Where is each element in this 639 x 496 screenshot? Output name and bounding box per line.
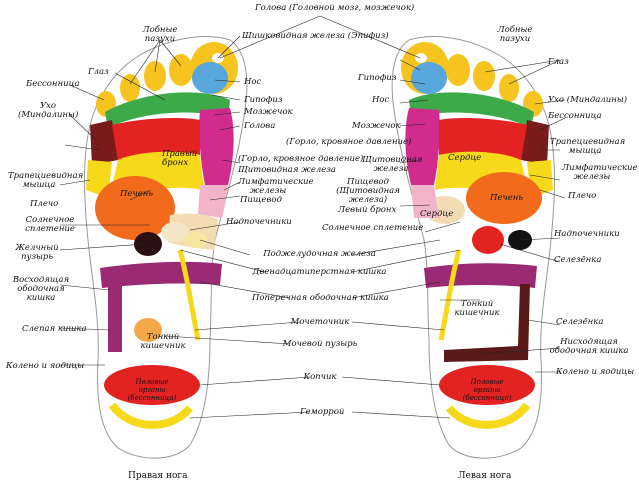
label-cerebellum-left: Мозжечок: [352, 121, 401, 131]
right-red-zone: [112, 117, 200, 160]
label-shoulder-left: Плечо: [568, 191, 597, 201]
label-spleen-left: Селезёнка: [554, 255, 602, 265]
right-toe-2: [169, 54, 193, 86]
label-insomnia-right: Бессонница: [26, 79, 80, 89]
label-throat: (Горло, кровяное давление): [238, 154, 364, 164]
label-liver-right: Печень: [120, 189, 153, 199]
label-eye-left: Глаз: [548, 57, 569, 67]
label-trapezius-left: Трапециевидная мышца: [550, 137, 626, 156]
label-adrenal-right: Надпочечники: [226, 217, 292, 227]
label-thyroid-left: Щитовидная железа: [362, 155, 423, 174]
label-small-intestine-right: Тонкий кишечник: [140, 332, 186, 351]
label-ascending-right: Восходящая ободочная кишка: [12, 275, 70, 303]
right-small-intestine: [134, 318, 162, 342]
label-nose-right: Нос: [244, 77, 262, 87]
right-ureter: [177, 249, 201, 341]
label-knee-right: Колено и яодицы: [6, 361, 85, 371]
label-ear-right: Ухо (Миндалины): [18, 101, 79, 120]
left-foot: [391, 35, 555, 459]
left-toe-2: [446, 54, 470, 86]
label-liver-left: Печень: [490, 193, 523, 203]
label-eye-right: Глаз: [88, 67, 109, 77]
label-small-int-left: Тонкий кишечник: [454, 299, 500, 318]
left-liver-zone: [466, 172, 542, 224]
label-nose-left: Нос: [372, 95, 390, 105]
label-coccyx: Копчик: [303, 372, 337, 382]
leader-lines: [59, 15, 566, 419]
label-sinus-left: Лобные пазухи: [497, 25, 533, 44]
right-ear-zone: [90, 120, 118, 165]
label-spleen2-left: Селезёнка: [556, 317, 604, 327]
right-gallbladder-zone: [134, 232, 162, 256]
left-lymph-zone: [411, 185, 440, 218]
left-foot-title: Левая нога: [458, 471, 512, 481]
label-esophagus-left: Пищевод (Щитовидная железа): [336, 177, 400, 205]
left-toe-big-inner: [411, 62, 447, 94]
label-head-right: Голова: [244, 121, 276, 131]
left-red-zone: [439, 117, 527, 160]
label-heart-left: Сердце: [448, 153, 482, 163]
right-foot: [84, 35, 248, 459]
label-thyroid: Щитовидная железа: [238, 165, 336, 175]
label-bladder: Мочевой пузырь: [282, 339, 358, 349]
label-knee-left: Колено и яодицы: [556, 367, 635, 377]
left-hemorrhoid-zone: [445, 402, 531, 429]
label-lymph-left: Лимфатические железы: [562, 163, 638, 182]
left-head-zone: [405, 108, 440, 185]
label-cerebellum-right: Мозжечок: [244, 107, 293, 117]
right-toe-4: [120, 74, 140, 102]
right-head-zone: [199, 108, 234, 185]
right-adrenal-zone: [161, 222, 189, 242]
label-genitals-left: Половые органы (бессонница): [462, 378, 512, 402]
label-esophagus-right: Пищевод: [240, 195, 282, 205]
label-trapezius-right: Трапециевидная мышца: [8, 171, 84, 190]
label-hemorrhoids: Геморрой: [300, 407, 345, 417]
right-ascending-colon: [108, 282, 122, 352]
label-heart2-left: Сердце: [420, 209, 454, 219]
label-ureter: Мочеточник: [290, 317, 350, 327]
left-descending-colon: [444, 284, 530, 362]
left-green-band: [409, 92, 534, 128]
label-bronchus-left: Левый бронх: [338, 205, 397, 215]
label-genitals-right: Половые органы (бессонница): [127, 378, 177, 402]
left-ureter: [438, 249, 462, 341]
right-transverse-colon: [100, 261, 222, 288]
label-duodenum: Двенадцатиперстная кишка: [252, 267, 387, 277]
label-insomnia-left: Бессонница: [548, 111, 602, 121]
label-cecum-right: Слепая кишка: [22, 324, 87, 334]
label-head-top: Голова (Головной мозг, мозжечок): [255, 3, 415, 13]
label-pituitary-right: Гипофиз: [244, 95, 283, 105]
left-genitals-zone: [439, 365, 535, 405]
left-toe-4: [499, 74, 519, 102]
label-descending-left: Нисходящая ободочная кишка: [549, 337, 629, 356]
label-shoulder-right: Плечо: [30, 199, 59, 209]
label-right-bronchus: Правый бронх: [162, 149, 198, 168]
left-spleen-zone: [472, 226, 504, 254]
label-transverse-colon: Поперечная ободочная кишка: [252, 293, 389, 303]
right-hemorrhoid-zone: [108, 402, 194, 429]
right-lymph-zone: [198, 185, 228, 218]
label-gallbladder-right: Желчный пузырь: [15, 243, 59, 262]
label-adrenal-left: Надпочечники: [554, 229, 620, 239]
left-toe-3: [473, 61, 495, 91]
label-pancreas: Поджелудочная железа: [263, 249, 376, 259]
left-ear-zone: [521, 120, 549, 165]
label-ear-left: Ухо (Миндалины): [548, 95, 628, 105]
label-throat-left: (Горло, кровяное давление): [286, 137, 412, 147]
label-solar-right: Солнечное сплетение: [25, 215, 75, 234]
right-toe-big-inner: [192, 62, 228, 94]
right-pancreas-zone: [184, 232, 208, 248]
label-solar-left: Солнечное сплетение: [322, 223, 424, 233]
right-foot-title: Правая нога: [128, 471, 188, 481]
label-thyroid-epiphysis: Шишковидная железа (Эпифиз): [242, 31, 389, 41]
label-pituitary-left: Гипофиз: [358, 73, 397, 83]
right-genitals-zone: [104, 365, 200, 405]
right-toe-3: [144, 61, 166, 91]
label-sinus-right: Лобные пазухи: [142, 25, 178, 44]
label-lymph-right: Лимфатические железы: [238, 177, 314, 196]
right-liver-zone: [95, 176, 175, 240]
left-toe-big-dot: [415, 53, 427, 63]
right-green-band: [105, 92, 230, 128]
